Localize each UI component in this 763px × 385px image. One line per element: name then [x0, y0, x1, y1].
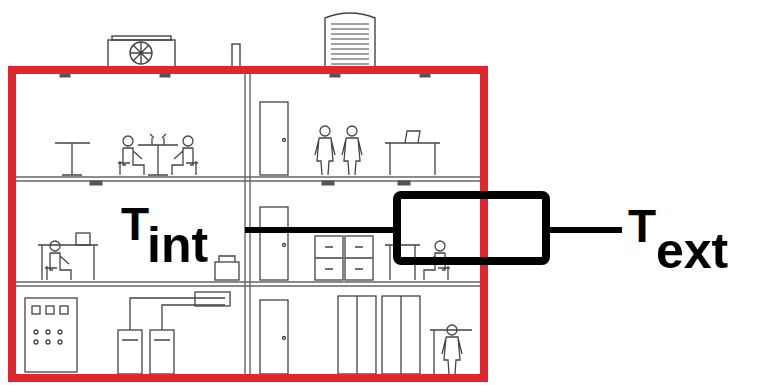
- ceiling-lamps: [60, 74, 430, 185]
- subscript: ext: [655, 226, 729, 276]
- roof-fan-unit: [108, 36, 175, 67]
- ground-left-room: [25, 292, 230, 374]
- resistor-symbol: [397, 195, 546, 261]
- top-right-room: [260, 102, 440, 175]
- building-outline: [12, 70, 484, 378]
- middle-right-room: [260, 207, 450, 280]
- roof-vent-unit: [325, 13, 375, 68]
- subscript: int: [146, 220, 209, 270]
- lead-line: [550, 227, 622, 233]
- top-left-room: [55, 134, 198, 175]
- floor-slabs: [16, 74, 480, 374]
- lead-line: [245, 227, 393, 233]
- temperature-symbol: T: [627, 203, 657, 249]
- ground-right-room: [260, 296, 472, 374]
